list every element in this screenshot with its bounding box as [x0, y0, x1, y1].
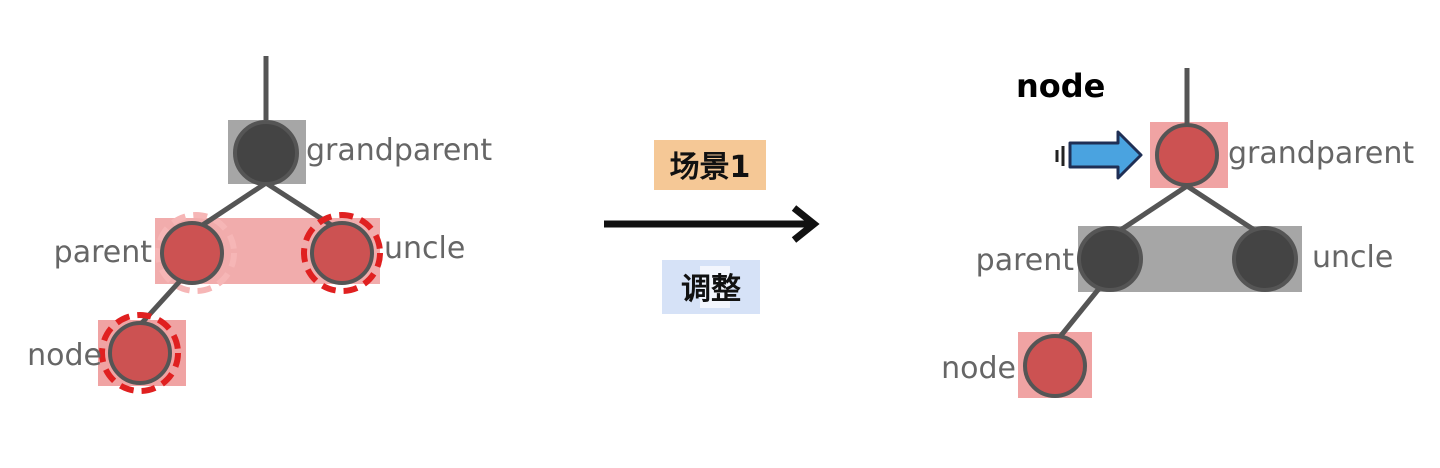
parent-label-after: parent	[976, 243, 1075, 278]
grandparent-label-after: grandparent	[1228, 136, 1414, 171]
transition-arrow-head	[791, 205, 820, 243]
node-dashed-ring	[99, 312, 181, 394]
grandparent-label: grandparent	[306, 133, 492, 168]
transition: 场景1 调整	[604, 140, 820, 314]
after-tree: node grandparent parent uncle node	[941, 67, 1414, 398]
parent-node-black	[1077, 226, 1143, 292]
action-label: 调整	[681, 272, 741, 307]
node-label-after: node	[941, 351, 1016, 386]
grandparent-node-black	[233, 120, 299, 186]
grandparent-node-red	[1155, 123, 1219, 187]
case-label: 场景1	[670, 150, 751, 185]
case-tag-bg	[654, 140, 766, 190]
uncle-label: uncle	[384, 231, 465, 266]
node-label: node	[27, 338, 102, 373]
node-node-red-after	[1023, 334, 1087, 398]
parent-faded-ring	[155, 212, 237, 294]
grandparent-uncle-edge-after	[1185, 183, 1267, 240]
uncle-node-black	[1232, 226, 1298, 292]
uncle-dashed-ring	[301, 212, 383, 294]
node-pointer-label: node	[1016, 67, 1105, 105]
pointer-arrow-icon	[1055, 130, 1143, 180]
uncle-node-red	[310, 221, 374, 285]
parent-label: parent	[54, 235, 153, 270]
node-node-red	[108, 321, 172, 385]
uncle-label-after: uncle	[1312, 240, 1393, 275]
parent-node-red	[160, 221, 224, 285]
before-tree: grandparent parent uncle node	[27, 56, 492, 394]
grandparent-parent-edge-after	[1108, 183, 1189, 240]
action-tag-inner	[700, 266, 730, 308]
